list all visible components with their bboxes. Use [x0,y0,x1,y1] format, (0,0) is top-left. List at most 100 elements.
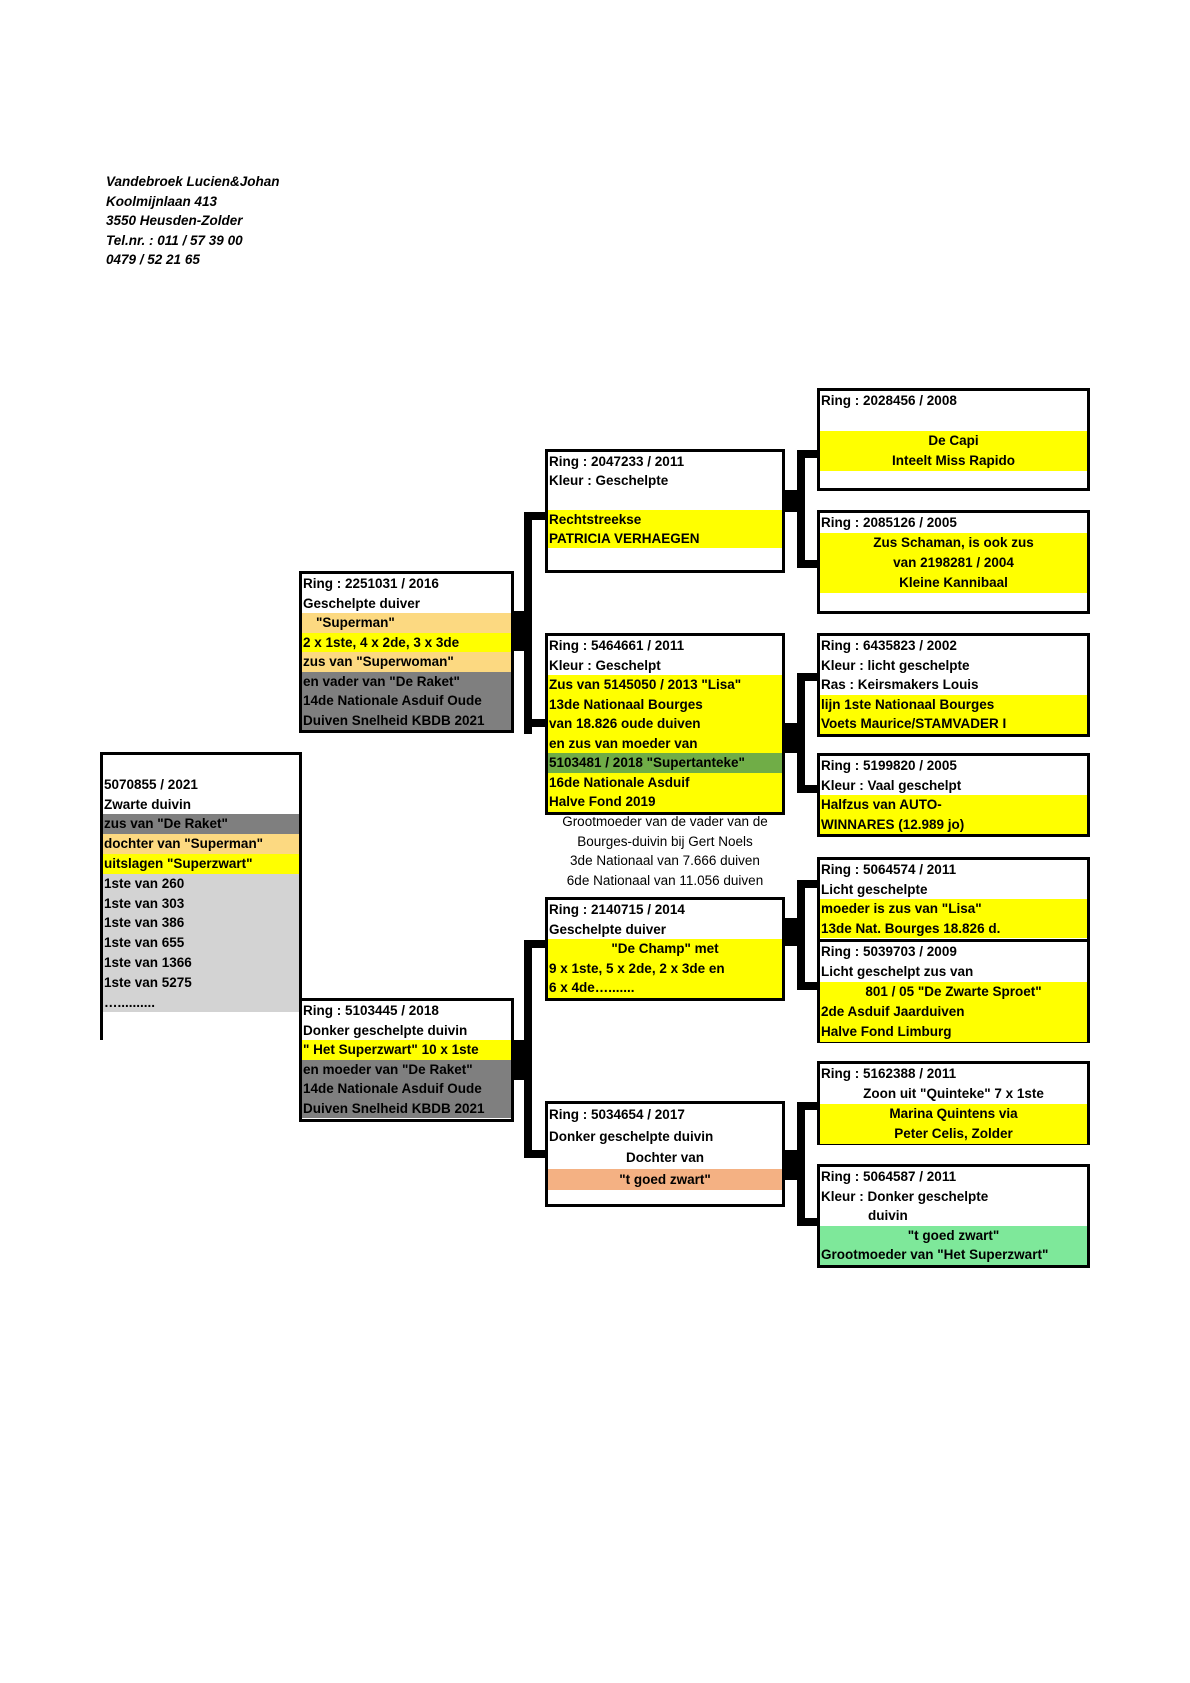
father-line: zus van "Superwoman" [302,652,511,672]
mff-line: Ring : 5064574 / 2011 [821,862,957,877]
bracket-line [524,940,545,948]
fm-line: Zus van 5145050 / 2013 "Lisa" [548,675,782,695]
mm-line: "t goed zwart" [548,1168,782,1190]
mf-line: 9 x 1ste, 5 x 2de, 2 x 3de en [548,958,782,978]
pigeon-line: zus van "De Raket" [103,814,299,835]
father-line: 2 x 1ste, 4 x 2de, 3 x 3de [302,632,511,652]
bracket-line [797,1218,817,1226]
mf-line: Ring : 2140715 / 2014 [549,902,685,917]
father-line: 14de Nationale Asduif Oude [302,691,511,711]
fff-line [820,411,1087,431]
mother-line: Duiven Snelheid KBDB 2021 [302,1098,511,1118]
note-line: Bourges-duivin bij Gert Noels [577,833,753,849]
mother-line: en moeder van "De Raket" [302,1059,511,1079]
ffm-line: Ring : 2085126 / 2005 [821,515,957,530]
mm-line: Donker geschelpte duivin [549,1128,714,1144]
mff-line: 13de Nat. Bourges 18.826 d. [820,918,1087,938]
bracket-line [797,673,817,681]
mother-line: 14de Nationale Asduif Oude [302,1079,511,1099]
pigeon-line: 1ste van 260 [103,873,299,894]
pigeon-line: 1ste van 386 [103,913,299,934]
note-line: Grootmoeder van de vader van de [562,814,768,829]
fmf-line: Ring : 6435823 / 2002 [821,638,957,653]
mmm-line: Grootmoeder van "Het Superzwart" [820,1245,1087,1265]
mfm-line: Licht geschelpt zus van [821,964,974,979]
bracket-line [797,560,817,568]
pigeon-line: 5070855 / 2021 [104,776,198,792]
mmf-line: Peter Celis, Zolder [820,1124,1087,1144]
ffm-line: van 2198281 / 2004 [820,553,1087,573]
ff-line: PATRICIA VERHAEGEN [548,529,782,549]
pigeon-line: 1ste van 303 [103,893,299,914]
fmm-line: WINNARES (12.989 jo) [820,814,1087,834]
ffm-line: Kleine Kannibaal [820,573,1087,593]
fmm-line: Halfzus van AUTO- [820,795,1087,815]
owner-street: Koolmijnlaan 413 [106,193,218,209]
fff-line: De Capi [820,431,1087,451]
fmf-line: Voets Maurice/STAMVADER I [820,714,1087,734]
fmm-line: Kleur : Vaal geschelpt [821,777,962,793]
mfm-line: 2de Asduif Jaarduiven [820,1002,1087,1022]
bracket-line [797,1102,817,1110]
bracket-line [524,1150,545,1158]
fm-line: Kleur : Geschelpt [549,657,661,673]
mmm-line: "t goed zwart" [820,1225,1087,1245]
mmm-line: duivin [868,1208,908,1223]
fff-line: Ring : 2028456 / 2008 [821,393,957,408]
father-line: Duiven Snelheid KBDB 2021 [302,710,511,730]
bracket-line [797,982,817,990]
fm-line: 13de Nationaal Bourges [548,694,782,714]
pigeon-line: 1ste van 1366 [103,953,299,973]
mfm-line: Halve Fond Limburg [820,1022,1087,1042]
mother-line: " Het Superzwart" 10 x 1ste [302,1040,511,1060]
owner-city: 3550 Heusden-Zolder [106,213,243,228]
father-line: Geschelpte duiver [303,595,421,611]
mfm-line: Ring : 5039703 / 2009 [821,944,957,959]
ff-line: Ring : 2047233 / 2011 [549,454,685,469]
bracket-line [524,512,545,520]
fm-line: en zus van moeder van [548,733,782,753]
mf-line: Geschelpte duiver [549,921,667,937]
fmf-line: Ras : Keirsmakers Louis [821,677,979,692]
ff-line: Kleur : Geschelpte [549,473,669,489]
fm-line: Ring : 5464661 / 2011 [549,638,685,653]
bracket-line [512,1040,532,1080]
pigeon-line: 1ste van 655 [103,933,299,953]
pigeon-line: dochter van "Superman" [103,834,299,854]
note-line: 6de Nationaal van 11.056 duiven [566,872,764,888]
mff-line: moeder is zus van "Lisa" [820,899,1087,919]
bracket-line [524,719,545,727]
bracket-line [797,880,817,888]
ff-line: Rechtstreekse [548,509,782,530]
father-mother-note: Grootmoeder van de vader van de Bourges-… [545,812,785,890]
father-line: en vader van "De Raket" [302,671,511,691]
bracket-line [512,611,532,651]
fm-line: 16de Nationale Asduif [548,772,782,792]
pigeon-line: uitslagen "Superzwart" [103,854,299,874]
pigeon-line: 1ste van 5275 [103,972,299,993]
father-line: Ring : 2251031 / 2016 [303,576,439,591]
mm-line: Ring : 5034654 / 2017 [549,1107,685,1122]
pigeon-line: ….......... [103,992,299,1013]
mmf-line: Zoon uit "Quinteke" 7 x 1ste [863,1086,1044,1101]
owner-phone: Tel.nr. : 011 / 57 39 00 [106,232,243,248]
mmf-line: Marina Quintens via [820,1104,1087,1124]
mmm-line: Kleur : Donker geschelpte [821,1188,989,1204]
fm-line: 5103481 / 2018 "Supertanteke" [548,753,782,773]
mf-line: 6 x 4de…....... [548,978,782,998]
mf-line: "De Champ" met [548,939,782,959]
bracket-line [783,723,805,753]
fmf-line: Kleur : licht geschelpte [821,657,970,673]
